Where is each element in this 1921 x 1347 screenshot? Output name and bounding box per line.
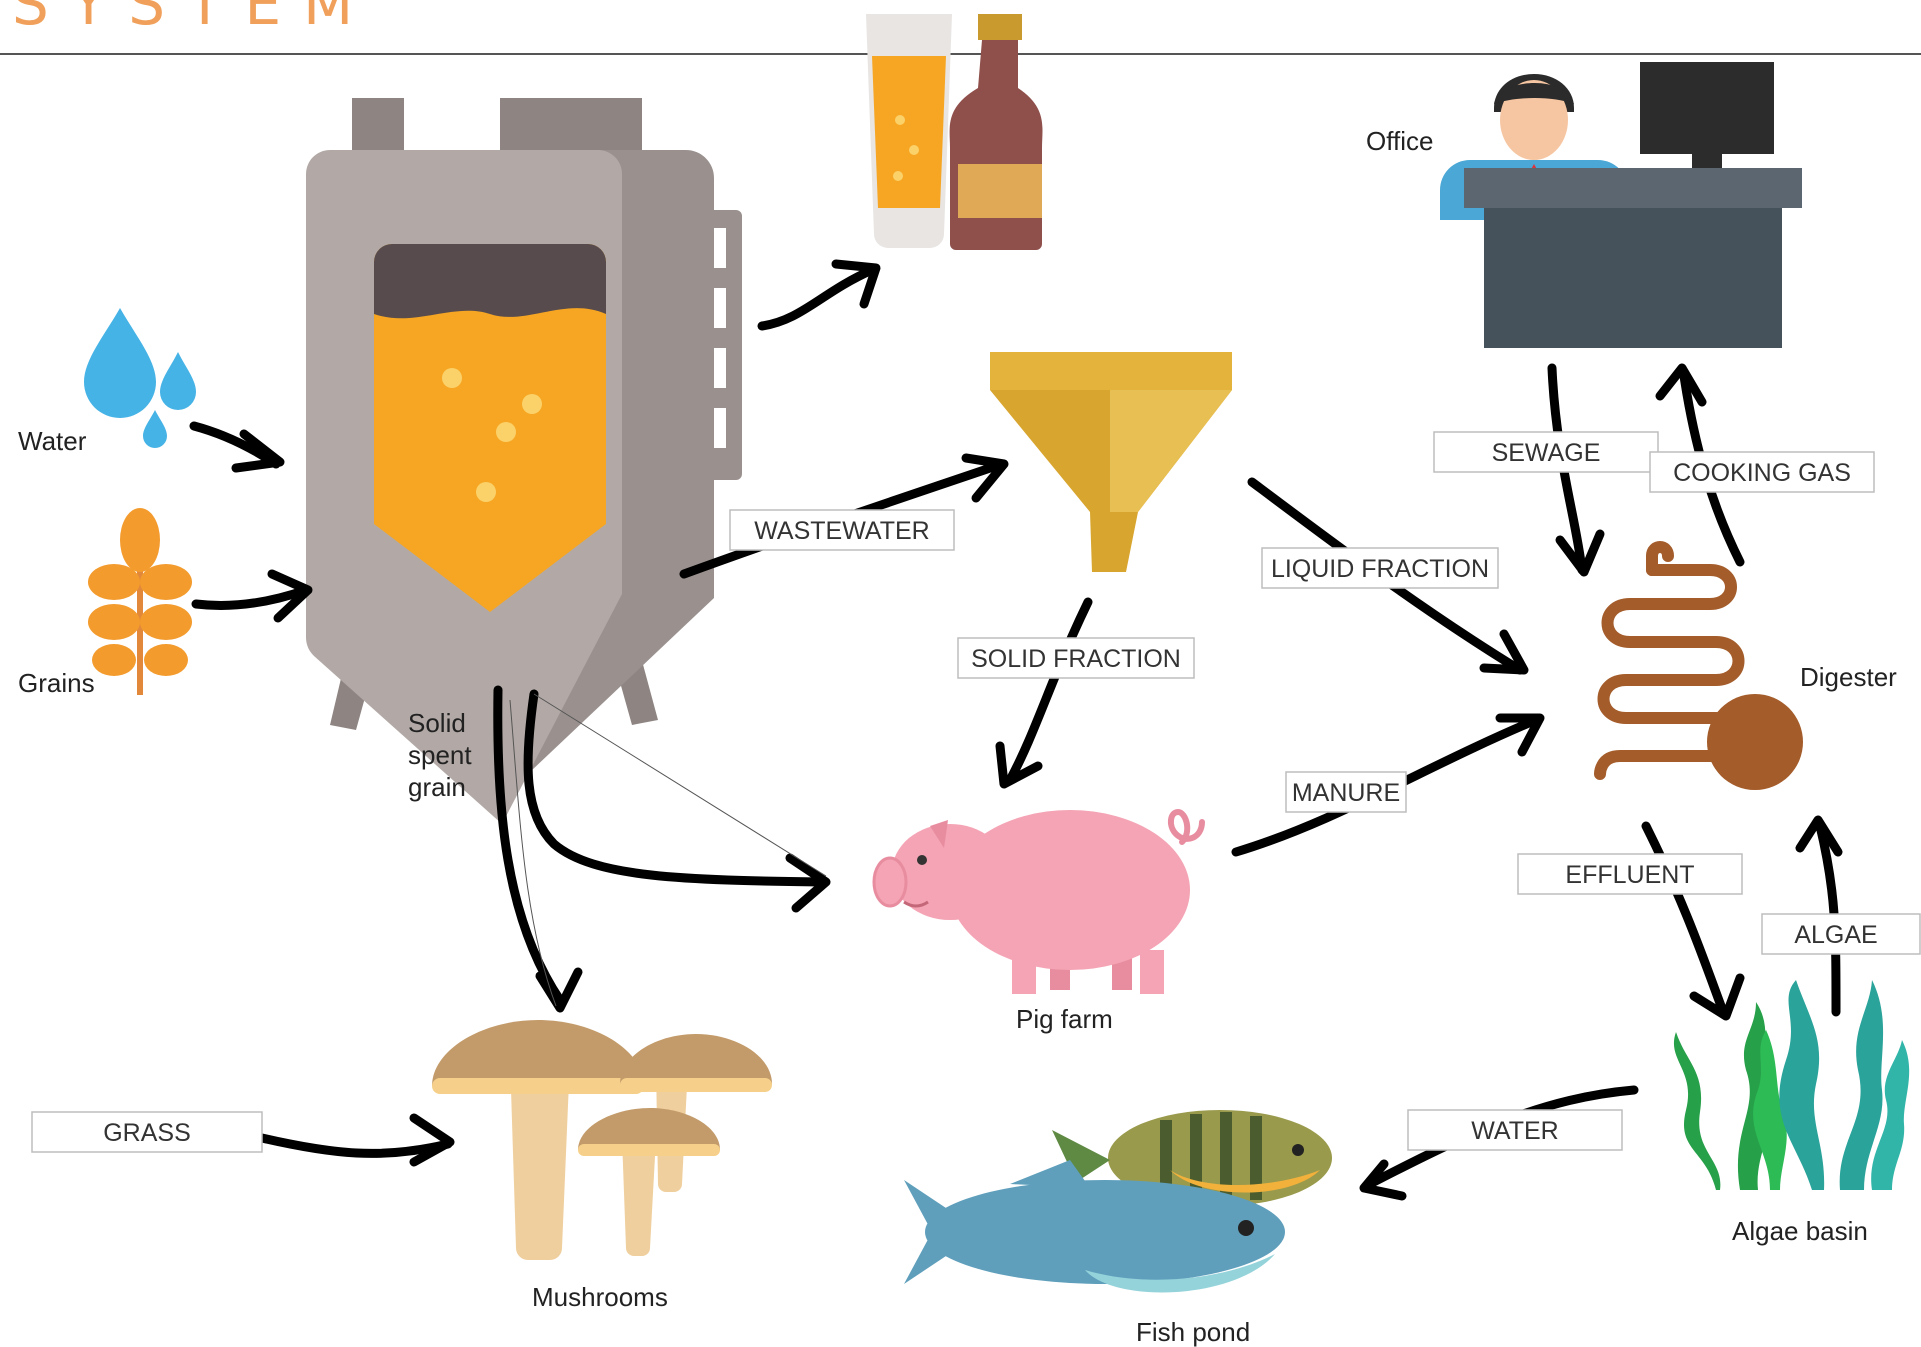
brewing-tank-icon xyxy=(306,98,742,824)
node-label-solid-spent-grain-2: spent xyxy=(408,740,472,770)
algae-icon xyxy=(1673,980,1910,1190)
arrow-tank-to-beer xyxy=(757,259,881,331)
node-label-fish-pond: Fish pond xyxy=(1136,1317,1250,1347)
node-label-algae-basin: Algae basin xyxy=(1732,1216,1868,1246)
flow-label-cooking-gas: COOKING GAS xyxy=(1649,451,1875,493)
node-label-solid-spent-grain-1: Solid xyxy=(408,708,466,738)
svg-text:GRASS: GRASS xyxy=(103,1119,191,1147)
water-drop-icon xyxy=(84,308,196,448)
flow-label-wastewater: WASTEWATER xyxy=(729,509,955,551)
svg-text:SEWAGE: SEWAGE xyxy=(1492,439,1601,467)
arrow-tank-to-pig xyxy=(523,689,831,913)
flow-label-manure: MANURE xyxy=(1285,771,1407,813)
svg-text:WASTEWATER: WASTEWATER xyxy=(754,517,929,545)
flow-label-liquid-fraction: LIQUID FRACTION xyxy=(1261,547,1499,589)
office-icon xyxy=(1440,62,1802,348)
arrow-office-to-digester xyxy=(1547,363,1605,577)
svg-text:EFFLUENT: EFFLUENT xyxy=(1565,861,1694,889)
svg-text:MANURE: MANURE xyxy=(1292,779,1400,807)
svg-text:ALGAE: ALGAE xyxy=(1794,921,1877,949)
arrow-funnel-to-pig xyxy=(995,597,1093,789)
flow-label-solid-fraction: SOLID FRACTION xyxy=(957,637,1195,679)
arrow-water-to-tank xyxy=(189,421,285,473)
arrow-grains-to-tank xyxy=(191,569,313,623)
flow-label-water: WATER xyxy=(1407,1109,1623,1151)
node-label-office: Office xyxy=(1366,126,1433,156)
svg-text:LIQUID FRACTION: LIQUID FRACTION xyxy=(1271,555,1489,583)
grain-icon xyxy=(88,508,192,695)
fish-icon xyxy=(904,1110,1332,1293)
node-label-water: Water xyxy=(18,426,87,456)
pig-icon xyxy=(872,808,1205,994)
digester-icon xyxy=(1594,541,1803,790)
flow-label-sewage: SEWAGE xyxy=(1433,431,1659,473)
node-label-pig-farm: Pig farm xyxy=(1016,1004,1113,1034)
flow-label-effluent: EFFLUENT xyxy=(1517,853,1743,895)
flow-label-grass: GRASS xyxy=(31,1111,263,1153)
node-label-digester: Digester xyxy=(1800,662,1897,692)
node-label-solid-spent-grain-3: grain xyxy=(408,772,466,802)
beer-bottle-icon xyxy=(866,14,1043,250)
svg-text:SOLID FRACTION: SOLID FRACTION xyxy=(971,645,1181,673)
svg-text:WATER: WATER xyxy=(1471,1117,1559,1145)
mushroom-icon xyxy=(432,1020,772,1260)
arrow-tank-to-mushrooms xyxy=(493,685,583,1013)
node-label-mushrooms: Mushrooms xyxy=(532,1282,668,1312)
flow-label-algae: ALGAE xyxy=(1761,913,1921,955)
node-label-grains: Grains xyxy=(18,668,95,698)
page-title: SYSTEM xyxy=(12,0,375,38)
svg-text:COOKING GAS: COOKING GAS xyxy=(1673,459,1851,487)
funnel-icon xyxy=(990,352,1232,572)
arrow-grass-to-mushrooms xyxy=(257,1113,455,1167)
